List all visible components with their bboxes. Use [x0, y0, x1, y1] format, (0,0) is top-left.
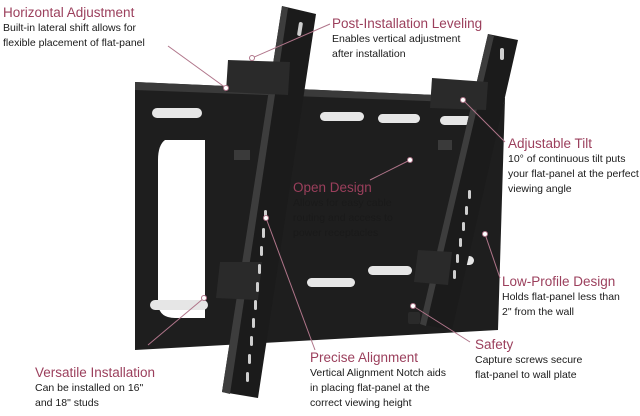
description-line: Vertical Alignment Notch aids	[310, 367, 446, 379]
callout-description: 10° of continuous tilt puts your flat-pa…	[508, 152, 640, 197]
callout-title: Low-Profile Design	[502, 274, 616, 289]
callout-adjustable-tilt: Adjustable Tilt 10° of continuous tilt p…	[508, 136, 640, 197]
callout-precise-alignment: Precise Alignment Vertical Alignment Not…	[310, 350, 446, 411]
callout-description: Vertical Alignment Notch aids in placing…	[310, 366, 446, 411]
callout-title: Open Design	[293, 180, 372, 195]
description-line: Can be installed on 16"	[35, 382, 144, 394]
description-line: flexible placement of flat-panel	[3, 37, 145, 49]
description-line: power receptacles	[293, 227, 379, 239]
description-line: Enables vertical adjustment	[332, 33, 461, 45]
description-line: Capture screws secure	[475, 354, 583, 366]
callout-versatile-installation: Versatile Installation Can be installed …	[35, 365, 155, 411]
description-line: your flat-panel at the perfect	[508, 168, 639, 180]
description-line: 10° of continuous tilt puts	[508, 153, 626, 165]
callout-safety: Safety Capture screws secure flat-panel …	[475, 337, 582, 383]
callout-description: Enables vertical adjustment after instal…	[332, 32, 482, 62]
callout-title: Precise Alignment	[310, 350, 419, 365]
description-line: viewing angle	[508, 183, 572, 195]
description-line: after installation	[332, 48, 406, 60]
callout-title: Post-Installation Leveling	[332, 16, 483, 31]
callout-low-profile-design: Low-Profile Design Holds flat-panel less…	[502, 274, 620, 320]
callout-open-design: Open Design Allows for easy cable routin…	[293, 180, 393, 241]
description-line: in placing flat-panel at the	[310, 382, 430, 394]
description-line: Holds flat-panel less than	[502, 291, 620, 303]
callout-title: Adjustable Tilt	[508, 136, 593, 151]
description-line: Allows for easy cable	[293, 197, 392, 209]
callout-title: Safety	[475, 337, 514, 352]
description-line: routing and access to	[293, 212, 393, 224]
callout-description: Capture screws secure flat-panel to wall…	[475, 353, 582, 383]
description-line: correct viewing height	[310, 397, 412, 409]
callout-title: Versatile Installation	[35, 365, 156, 380]
callout-description: Allows for easy cable routing and access…	[293, 196, 393, 241]
callout-description: Built-in lateral shift allows for flexib…	[3, 21, 145, 51]
callout-description: Holds flat-panel less than 2" from the w…	[502, 290, 620, 320]
callout-horizontal-adjustment: Horizontal Adjustment Built-in lateral s…	[3, 5, 145, 51]
description-line: and 18" studs	[35, 397, 99, 409]
callout-title: Horizontal Adjustment	[3, 5, 135, 20]
description-line: flat-panel to wall plate	[475, 369, 577, 381]
description-line: 2" from the wall	[502, 306, 575, 318]
description-line: Built-in lateral shift allows for	[3, 22, 137, 34]
callout-description: Can be installed on 16" and 18" studs	[35, 381, 155, 411]
callout-post-installation-leveling: Post-Installation Leveling Enables verti…	[332, 16, 482, 62]
